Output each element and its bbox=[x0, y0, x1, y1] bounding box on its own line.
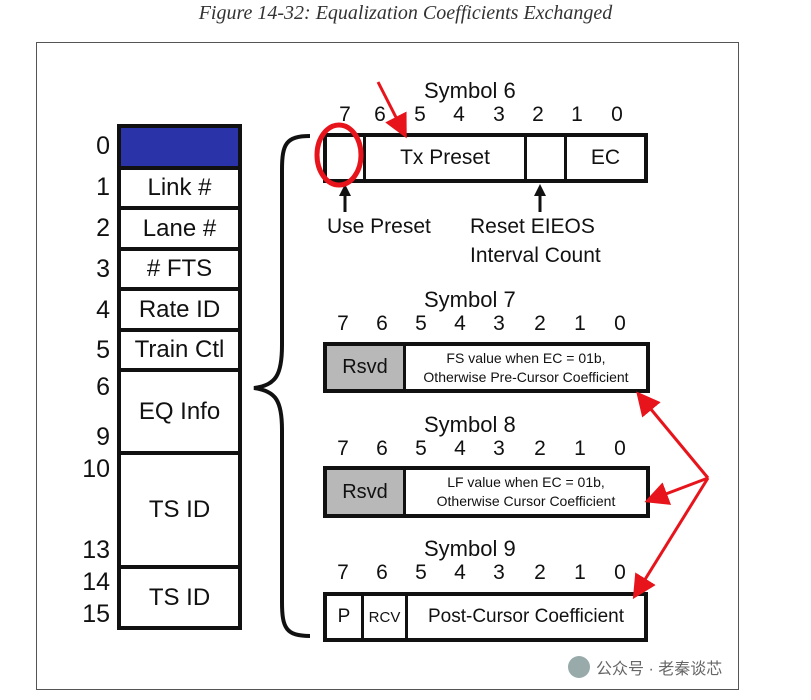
row-number: 0 bbox=[96, 132, 110, 160]
post-cursor-field: Post-Cursor Coefficient bbox=[405, 596, 644, 638]
ts-rate-id: Rate ID bbox=[121, 291, 238, 328]
ts-train-ctl: Train Ctl bbox=[121, 332, 238, 368]
reset-eieos-bit bbox=[524, 137, 564, 179]
symbol8-register: Rsvd LF value when EC = 01b, Otherwise C… bbox=[323, 466, 650, 518]
use-preset-label: Use Preset bbox=[327, 215, 431, 238]
symbol7-register: Rsvd FS value when EC = 01b, Otherwise P… bbox=[323, 342, 650, 393]
lf-line1: LF value when EC = 01b, bbox=[447, 474, 605, 490]
bit-number: 6 bbox=[376, 561, 388, 584]
watermark: 公众号 · 老秦谈芯 bbox=[568, 655, 722, 679]
interval-count-label: Interval Count bbox=[470, 244, 601, 267]
bit-number: 2 bbox=[534, 312, 546, 335]
bit-number: 4 bbox=[454, 437, 466, 460]
bit-number: 4 bbox=[454, 312, 466, 335]
watermark-text: 公众号 · 老秦谈芯 bbox=[596, 661, 723, 678]
row-number: 2 bbox=[96, 214, 110, 242]
row-number: 13 bbox=[82, 536, 110, 564]
bit-number: 6 bbox=[376, 437, 388, 460]
row-number: 15 bbox=[82, 600, 110, 628]
row-number: 14 bbox=[82, 568, 110, 596]
row-number: 5 bbox=[96, 336, 110, 364]
bit-number: 2 bbox=[532, 103, 544, 126]
bit-number: 7 bbox=[339, 103, 351, 126]
symbol8-title: Symbol 8 bbox=[424, 412, 516, 437]
bit-number: 5 bbox=[414, 103, 426, 126]
bit-number: 6 bbox=[376, 312, 388, 335]
fs-line2: Otherwise Pre-Cursor Coefficient bbox=[423, 368, 629, 385]
bit-number: 0 bbox=[614, 437, 626, 460]
lf-line2: Otherwise Cursor Coefficient bbox=[436, 493, 616, 509]
row-number: 1 bbox=[96, 173, 110, 201]
bit-number: 3 bbox=[493, 103, 505, 126]
rcv-field: RCV bbox=[361, 596, 405, 638]
bit-number: 1 bbox=[574, 561, 586, 584]
bit-number: 6 bbox=[374, 103, 386, 126]
wechat-icon bbox=[568, 656, 590, 678]
bit-number: 7 bbox=[337, 561, 349, 584]
ts-link-number: Link # bbox=[121, 170, 238, 206]
bit-number: 1 bbox=[574, 437, 586, 460]
row-number: 4 bbox=[96, 296, 110, 324]
lf-cursor-field: LF value when EC = 01b, Otherwise Cursor… bbox=[403, 470, 646, 514]
bit-number: 3 bbox=[493, 437, 505, 460]
bit-number: 7 bbox=[337, 312, 349, 335]
symbol7-bit-numbers: 7 6 5 4 3 2 1 0 bbox=[330, 312, 650, 338]
row-number: 6 bbox=[96, 373, 110, 401]
figure-frame bbox=[36, 42, 739, 690]
tx-preset-field: Tx Preset bbox=[363, 137, 524, 179]
bit-number: 0 bbox=[614, 561, 626, 584]
ts-fts: # FTS bbox=[121, 251, 238, 287]
rsvd-field: Rsvd bbox=[327, 346, 403, 389]
ts-ordered-set: Link # Lane # # FTS Rate ID Train Ctl EQ… bbox=[117, 124, 242, 630]
figure-caption: Figure 14-32: Equalization Coefficients … bbox=[198, 2, 613, 24]
symbol6-bit-numbers: 7 6 5 4 3 2 1 0 bbox=[330, 103, 650, 129]
row-number: 3 bbox=[96, 255, 110, 283]
symbol8-bit-numbers: 7 6 5 4 3 2 1 0 bbox=[330, 437, 650, 463]
bit-number: 4 bbox=[453, 103, 465, 126]
bit-number: 3 bbox=[493, 312, 505, 335]
bit-number: 3 bbox=[493, 561, 505, 584]
bit-number: 2 bbox=[534, 437, 546, 460]
ts-id-upper: TS ID bbox=[121, 455, 238, 565]
bit-number: 2 bbox=[534, 561, 546, 584]
row-number: 9 bbox=[96, 423, 110, 451]
bit-number: 0 bbox=[611, 103, 623, 126]
bit-number: 1 bbox=[574, 312, 586, 335]
symbol9-register: P RCV Post-Cursor Coefficient bbox=[323, 592, 648, 642]
row-number: 10 bbox=[82, 455, 110, 483]
ts-id-lower: TS ID bbox=[121, 569, 238, 626]
ts-symbol-0 bbox=[121, 128, 238, 166]
use-preset-bit bbox=[327, 137, 363, 179]
fs-line1: FS value when EC = 01b, bbox=[446, 349, 606, 366]
bit-number: 5 bbox=[415, 312, 427, 335]
bit-number: 4 bbox=[454, 561, 466, 584]
ec-field: EC bbox=[564, 137, 644, 179]
curly-brace bbox=[253, 134, 311, 638]
bit-number: 7 bbox=[337, 437, 349, 460]
bit-number: 5 bbox=[415, 437, 427, 460]
symbol6-title: Symbol 6 bbox=[424, 78, 516, 103]
bit-number: 5 bbox=[415, 561, 427, 584]
fs-precursor-field: FS value when EC = 01b, Otherwise Pre-Cu… bbox=[403, 346, 646, 389]
ts-lane-number: Lane # bbox=[121, 210, 238, 247]
symbol9-title: Symbol 9 bbox=[424, 536, 516, 561]
reset-eieos-label: Reset EIEOS bbox=[470, 215, 595, 238]
ts-eq-info: EQ Info bbox=[121, 372, 238, 451]
bit-number: 1 bbox=[571, 103, 583, 126]
symbol6-register: Tx Preset EC bbox=[323, 133, 648, 183]
rsvd-field: Rsvd bbox=[327, 470, 403, 514]
symbol7-title: Symbol 7 bbox=[424, 287, 516, 312]
p-field: P bbox=[337, 606, 351, 627]
bit-number: 0 bbox=[614, 312, 626, 335]
symbol9-bit-numbers: 7 6 5 4 3 2 1 0 bbox=[330, 561, 650, 587]
